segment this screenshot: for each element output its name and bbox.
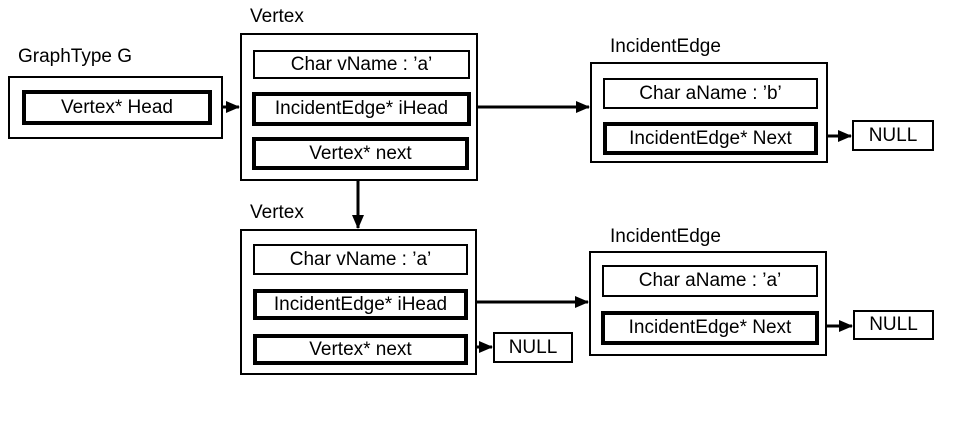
incident-edge1-label: IncidentEdge: [610, 36, 721, 57]
incident-edge2-next-field: IncidentEdge* Next: [601, 311, 819, 345]
incident-edge1-box: Char aName : ’b’ IncidentEdge* Next: [590, 62, 828, 163]
vertex1-vname-field: Char vName : ’a’: [253, 50, 470, 79]
incident-edge2-box: Char aName : ’a’ IncidentEdge* Next: [589, 251, 827, 356]
vertex2-ihead-field: IncidentEdge* iHead: [253, 289, 468, 320]
null-box-after-incident-edge1: NULL: [852, 120, 934, 151]
vertex1-box: Char vName : ’a’ IncidentEdge* iHead Ver…: [240, 33, 478, 181]
null-box-after-vertex2-next: NULL: [493, 332, 573, 363]
incident-edge2-aname-field: Char aName : ’a’: [602, 265, 818, 297]
vertex2-label: Vertex: [250, 202, 304, 223]
incident-edge1-next-field: IncidentEdge* Next: [603, 122, 818, 155]
vertex2-next-field: Vertex* next: [253, 334, 468, 365]
vertex1-label: Vertex: [250, 6, 304, 27]
graphtype-box: Vertex* Head: [8, 76, 223, 139]
null-box-after-incident-edge2: NULL: [853, 310, 934, 340]
vertex2-vname-field: Char vName : ’a’: [253, 244, 468, 275]
vertex1-ihead-field: IncidentEdge* iHead: [252, 92, 471, 126]
incident-edge1-aname-field: Char aName : ’b’: [603, 78, 818, 109]
vertex2-box: Char vName : ’a’ IncidentEdge* iHead Ver…: [240, 229, 477, 375]
graphtype-label: GraphType G: [18, 46, 133, 67]
vertex1-next-field: Vertex* next: [252, 137, 469, 170]
graphtype-head-field: Vertex* Head: [22, 90, 212, 125]
incident-edge2-label: IncidentEdge: [610, 226, 721, 247]
